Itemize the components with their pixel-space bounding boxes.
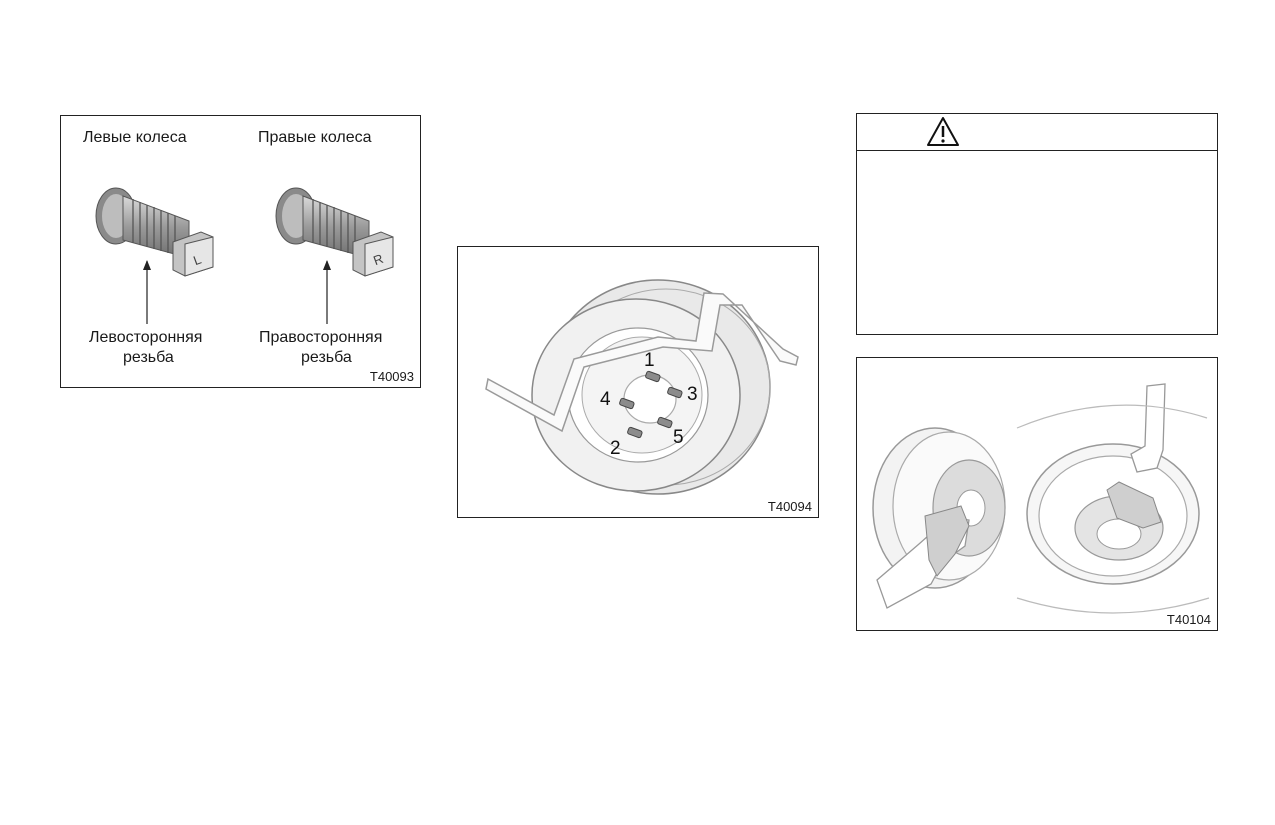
figure-code-t40104: T40104: [1166, 612, 1211, 627]
left-stud: L: [95, 187, 214, 324]
bolt-number-2: 2: [610, 438, 621, 459]
label-right-thread-1: Правосторонняя: [259, 329, 383, 346]
warning-box: [856, 113, 1218, 335]
label-right-thread-2: резьба: [301, 349, 352, 366]
left-stud-letter: L: [191, 252, 203, 269]
bolt-number-3: 3: [687, 384, 698, 405]
label-left-thread-1: Левосторонняя: [89, 329, 203, 346]
figure-wheel-studs: Левые колеса Правые колеса L: [60, 115, 421, 388]
bolt-number-5: 5: [673, 427, 684, 448]
figure-wheel-bolt-order: 1 2 3 4 5 T40094: [457, 246, 819, 518]
figure-code-t40094: T40094: [767, 499, 812, 514]
figure-clean-hub: T40104: [856, 357, 1218, 631]
label-right-wheels: Правые колеса: [258, 129, 372, 146]
warning-triangle-icon: [927, 117, 959, 146]
wheel-illustration: 1 2 3 4 5: [485, 279, 799, 495]
label-left-thread-2: резьба: [123, 349, 174, 366]
bolt-number-1: 1: [644, 350, 655, 371]
studs-illustration: L R: [95, 187, 394, 324]
figure-code-t40093: T40093: [369, 369, 414, 384]
bolt-number-4: 4: [600, 389, 611, 410]
hub-cleaning-illustration: [872, 383, 1210, 614]
label-left-wheels: Левые колеса: [83, 129, 187, 146]
warning-header: [857, 114, 1217, 151]
right-stud: R: [275, 187, 394, 324]
